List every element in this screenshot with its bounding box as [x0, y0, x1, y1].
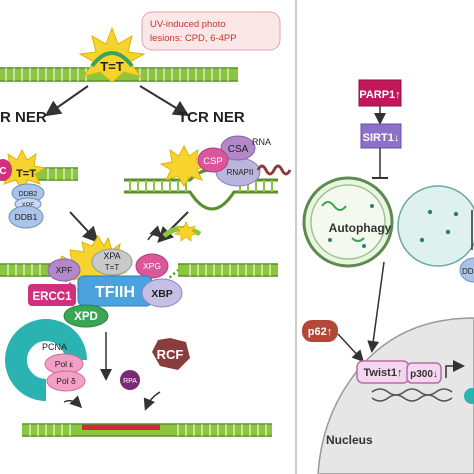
nucleus: Nucleus — [317, 317, 474, 474]
tcr-ner-label: TCR NER — [178, 109, 245, 126]
lesion-callout-line1: UV-induced photo — [150, 19, 226, 30]
autophagy-vesicle: Autophagy — [302, 176, 474, 268]
xpe-label: XPE — [21, 202, 35, 209]
rpa-protein: RPA — [120, 370, 140, 390]
arrow-to-ggr — [44, 85, 89, 117]
repaired-dna — [22, 423, 272, 437]
twist1-p300: Twist1↑ p300↓ — [356, 360, 474, 404]
parp1-box: PARP1↑ — [358, 79, 402, 107]
ercc1-label: ERCC1 — [33, 291, 73, 303]
nucleus-label: Nucleus — [326, 433, 373, 447]
pol-d-label: Pol δ — [56, 376, 76, 386]
tcr-complex: RNAPII CSA CSP RNA — [197, 135, 292, 187]
p62-box: p62↑ — [302, 320, 338, 342]
rpa-label: RPA — [123, 378, 137, 385]
lesion-callout-line2: lesions: CPD, 6-4PP — [150, 33, 237, 44]
excised-fragment — [147, 221, 202, 242]
arrow-to-tcr — [139, 85, 190, 117]
arrow-autophagy-to-twist — [367, 261, 385, 353]
ddb1-label: DDB1 — [15, 212, 38, 222]
pol-e-label: Pol ε — [55, 359, 74, 369]
pcna-polymerase: PCNA Pol ε Pol δ — [5, 319, 87, 401]
ggr-partial-label: C — [0, 166, 7, 177]
twist1-label: Twist1↑ — [364, 367, 403, 379]
edge-ddb: DDB — [459, 257, 474, 283]
arrow-rcf-to-dna — [143, 391, 161, 411]
sirt1-box: SIRT1↓ — [360, 123, 402, 149]
xpd-label: XPD — [74, 311, 98, 323]
xpg-label: XPG — [143, 261, 161, 271]
xbp-label: XBP — [151, 288, 173, 300]
ddb-complex: DDB2 XPE DDB1 — [8, 183, 45, 229]
tcr-lesion — [159, 144, 209, 187]
autophagy-label: Autophagy — [329, 221, 392, 235]
tfiih-label: TFIIH — [95, 284, 135, 301]
arrow-p62-to-twist — [337, 333, 365, 363]
rcf-label: RCF — [157, 347, 184, 362]
arrow-ggr-to-complex — [69, 211, 99, 243]
ggr-lesion: C T=T — [0, 148, 47, 191]
lesion-callout: UV-induced photo lesions: CPD, 6-4PP — [141, 11, 281, 51]
csp-label: CSP — [203, 156, 223, 167]
pcna-label: PCNA — [42, 342, 67, 352]
parp1-label: PARP1↑ — [359, 89, 400, 101]
xpa-label: XPA — [103, 251, 120, 261]
ddb2-label: DDB2 — [19, 191, 38, 198]
ggr-ner-label: R NER — [0, 109, 47, 126]
complex-lesion-label: T=T — [105, 263, 120, 272]
sirt1-label: SIRT1↓ — [363, 132, 400, 144]
rna-strand — [256, 164, 292, 176]
rcf-protein: RCF — [152, 338, 190, 370]
ggr-lesion-label: T=T — [16, 168, 36, 180]
p62-label: p62↑ — [308, 326, 332, 338]
top-lesion-label: T=T — [100, 59, 124, 74]
xpf-label: XPF — [56, 265, 73, 275]
uv-lesion-sun: T=T — [78, 26, 146, 83]
csa-label: CSA — [228, 144, 249, 155]
p300-label: p300↓ — [410, 369, 438, 380]
rnapii-label: RNAPII — [227, 168, 254, 177]
edge-ddb-label: DDB — [462, 267, 474, 276]
arrow-pol-to-dna — [63, 395, 83, 409]
repair-complex: XPA T=T XPF XPG ERCC1 TFIIH XBP XPD — [28, 235, 183, 328]
rna-label: RNA — [252, 137, 271, 147]
